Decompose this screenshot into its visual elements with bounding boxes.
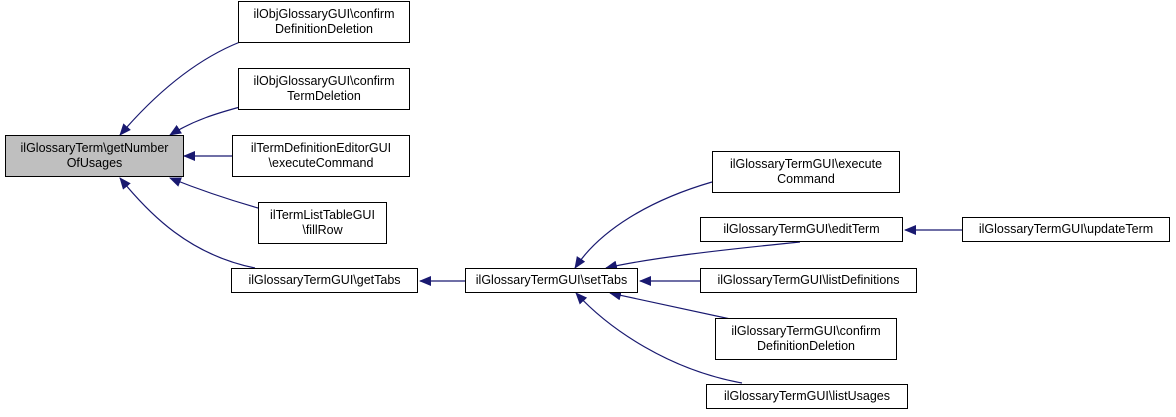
node-label-line2: \executeCommand xyxy=(268,156,374,170)
node-glossary-term-set-tabs[interactable]: ilGlossaryTermGUI\setTabs xyxy=(465,268,638,293)
node-term-list-table-fill-row[interactable]: ilTermListTableGUI\fillRow xyxy=(258,202,387,244)
node-label-line2: OfUsages xyxy=(66,156,123,170)
node-label-line1: ilGlossaryTermGUI\editTerm xyxy=(723,222,880,236)
node-glossary-term-list-usages[interactable]: ilGlossaryTermGUI\listUsages xyxy=(706,384,908,409)
node-label-line2: Command xyxy=(777,172,835,186)
edge-objterm-to-root xyxy=(169,106,241,136)
node-label-line1: ilGlossaryTermGUI\setTabs xyxy=(475,273,628,287)
node-label-line1: ilGlossaryTermGUI\listUsages xyxy=(723,389,890,403)
node-label-line1: ilGlossaryTermGUI\execute xyxy=(729,157,883,171)
edge-listtbl-to-root xyxy=(169,177,259,209)
node-label-line2: TermDeletion xyxy=(287,89,361,103)
node-label-line1: ilGlossaryTermGUI\updateTerm xyxy=(978,222,1154,236)
node-label-line1: ilObjGlossaryGUI\confirm xyxy=(253,7,395,21)
edge-confdef-to-settabs xyxy=(609,290,736,321)
node-label-line1: ilGlossaryTermGUI\confirm xyxy=(731,324,881,338)
node-glossary-term-list-definitions[interactable]: ilGlossaryTermGUI\listDefinitions xyxy=(700,268,917,293)
node-glossary-term-edit-term[interactable]: ilGlossaryTermGUI\editTerm xyxy=(700,217,903,242)
node-label-line1: ilGlossaryTerm\getNumber xyxy=(20,141,169,155)
node-glossary-term-get-tabs[interactable]: ilGlossaryTermGUI\getTabs xyxy=(231,268,418,293)
node-glossary-term-update-term[interactable]: ilGlossaryTermGUI\updateTerm xyxy=(962,217,1170,242)
edge-edit-to-settabs xyxy=(605,241,801,271)
node-label-line1: ilGlossaryTermGUI\listDefinitions xyxy=(717,273,900,287)
node-label-line1: ilTermListTableGUI xyxy=(270,208,375,222)
edge-exec-to-settabs xyxy=(574,181,713,269)
node-label-line2: DefinitionDeletion xyxy=(275,22,373,36)
node-label-line2: DefinitionDeletion xyxy=(757,339,855,353)
node-label-line2: \fillRow xyxy=(302,223,343,237)
edge-usages-to-settabs xyxy=(575,292,743,384)
edge-objdef-to-root xyxy=(119,41,241,136)
node-term-definition-editor-execute-command[interactable]: ilTermDefinitionEditorGUI\executeCommand xyxy=(232,135,410,177)
node-label-line1: ilObjGlossaryGUI\confirm xyxy=(253,74,395,88)
node-label-line1: ilTermDefinitionEditorGUI xyxy=(250,141,392,155)
node-label-line1: ilGlossaryTermGUI\getTabs xyxy=(248,273,401,287)
edge-gettabs-to-root xyxy=(119,177,256,269)
